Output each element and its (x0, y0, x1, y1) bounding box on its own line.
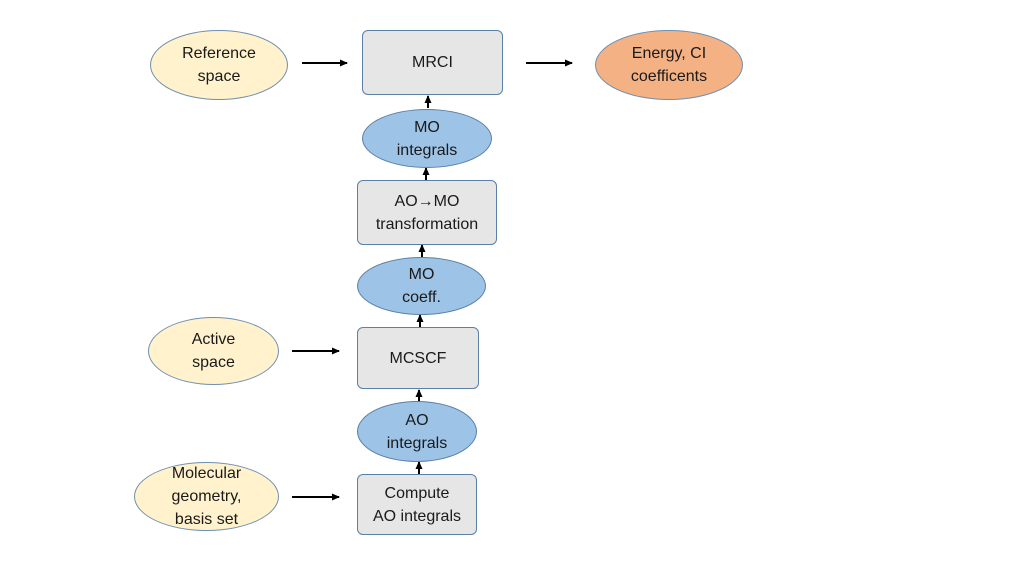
active-space-ellipse: Active space (148, 317, 279, 385)
mcscf-label: MCSCF (389, 349, 447, 367)
ao-integrals-ellipse: AO integrals (357, 401, 477, 462)
ao-mo-transformation-box: AO→MO transformation (357, 180, 497, 245)
energy-ci-ellipse: Energy, CI coefficents (595, 30, 743, 100)
mo-coeff-ellipse: MO coeff. (357, 257, 486, 315)
molecular-geometry-label: Molecular geometry, basis set (171, 465, 242, 528)
compute-ao-integrals-box: Compute AO integrals (357, 474, 477, 535)
mrci-label: MRCI (412, 54, 453, 71)
mo-coeff-label: MO coeff. (402, 266, 441, 306)
reference-space-ellipse: Reference space (150, 30, 288, 100)
mrci-box: MRCI (362, 30, 503, 95)
mo-integrals-label: MO integrals (396, 118, 458, 159)
reference-space-label: Reference space (182, 45, 256, 85)
compute-ao-integrals-label: Compute AO integrals (372, 484, 462, 525)
active-space-label: Active space (191, 331, 236, 371)
molecular-geometry-ellipse: Molecular geometry, basis set (134, 462, 279, 531)
ao-integrals-label: AO integrals (386, 411, 448, 452)
energy-ci-label: Energy, CI coefficents (630, 45, 708, 85)
mcscf-box: MCSCF (357, 327, 479, 389)
mo-integrals-ellipse: MO integrals (362, 109, 492, 168)
ao-mo-transformation-label: AO→MO transformation (375, 192, 479, 233)
